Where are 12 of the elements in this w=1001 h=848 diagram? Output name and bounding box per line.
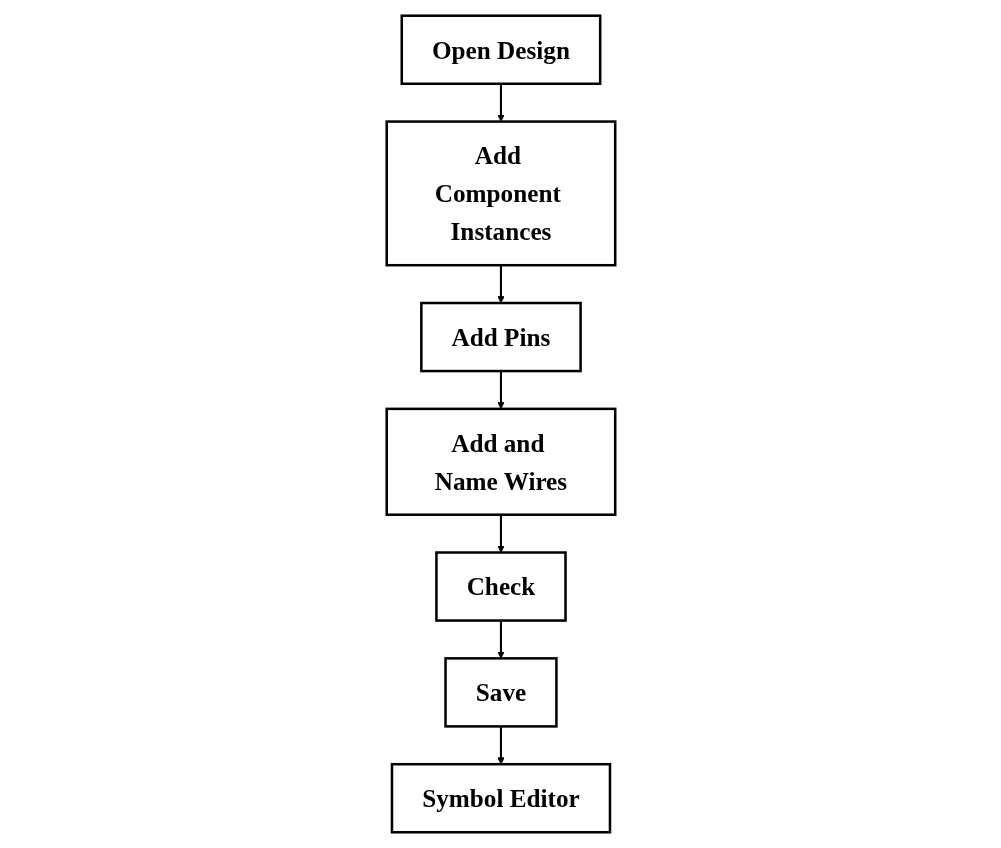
node-box: Save	[443, 657, 558, 728]
arrow	[496, 514, 505, 553]
node-box: Open Design	[400, 14, 601, 86]
arrow	[496, 83, 505, 122]
node-box: Add Pins	[419, 301, 582, 373]
node-box: Symbol Editor	[390, 762, 611, 834]
node-box: Check	[434, 551, 567, 622]
node-box: Add Component Instances	[385, 120, 616, 267]
node-box: Add and Name Wires	[385, 407, 616, 516]
arrow	[496, 726, 505, 765]
arrow	[496, 265, 505, 304]
arrow	[496, 620, 505, 659]
